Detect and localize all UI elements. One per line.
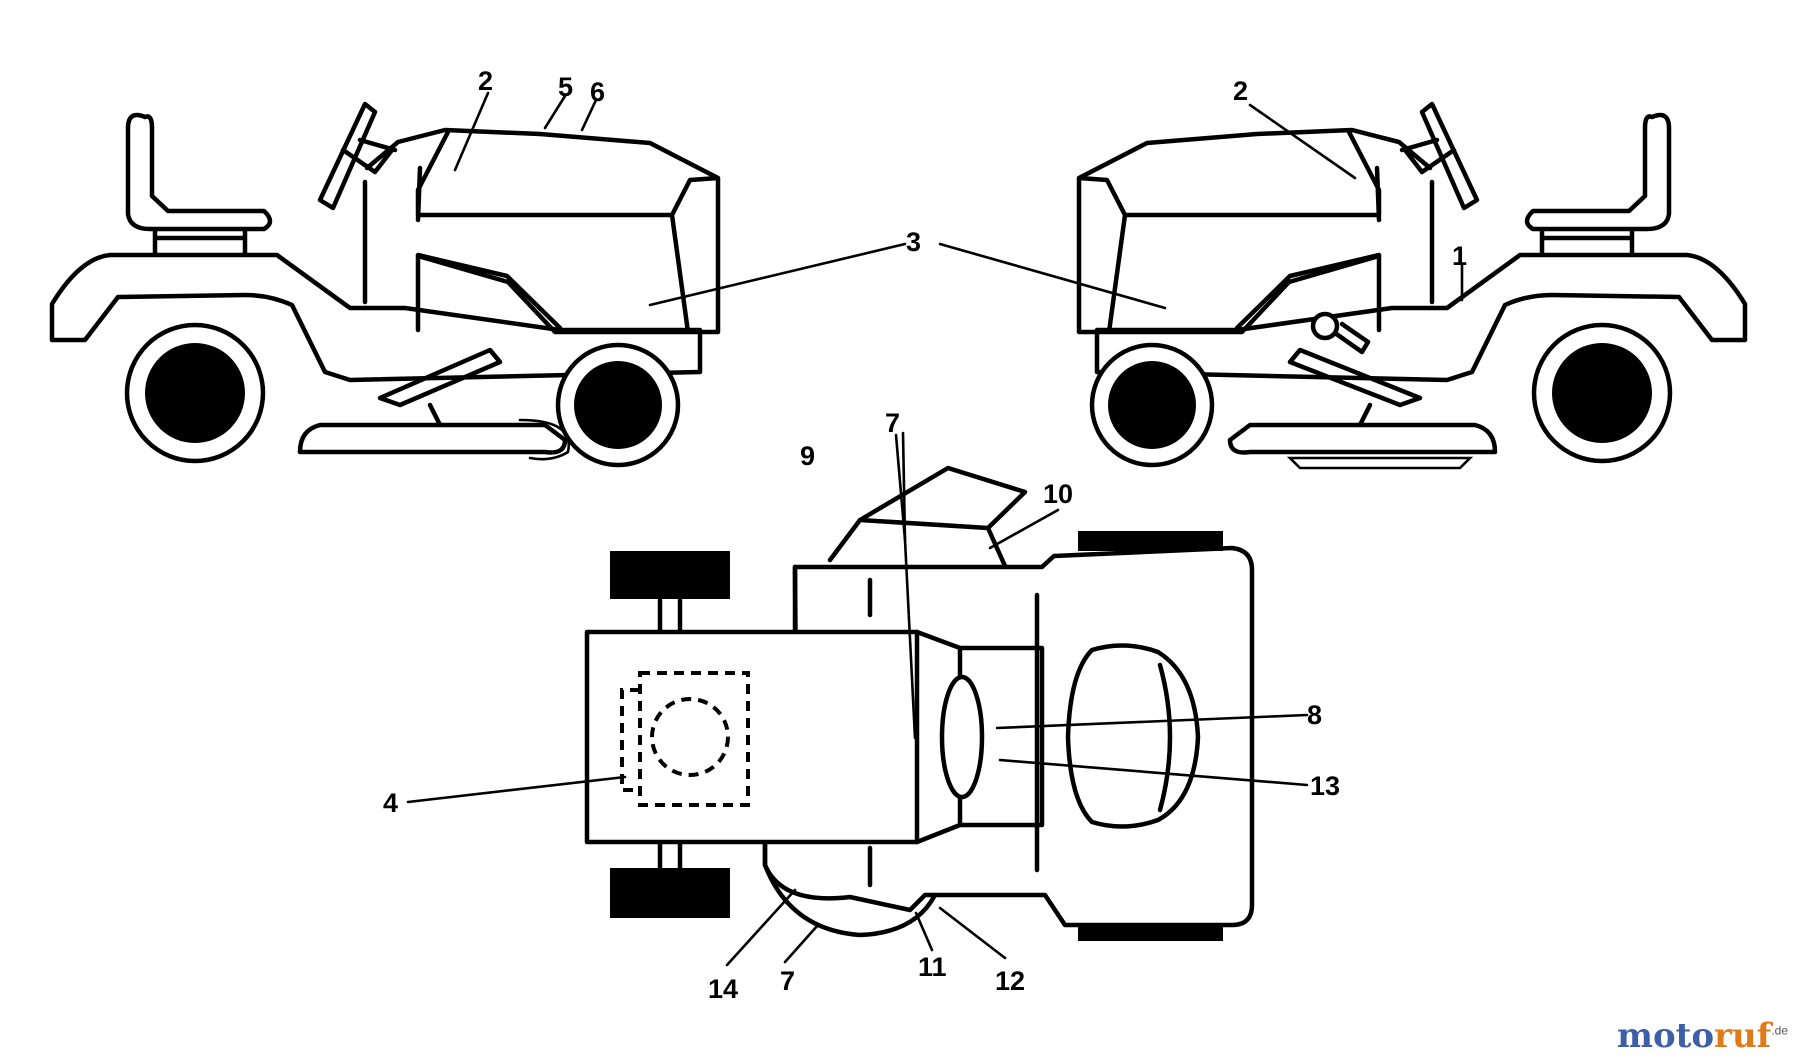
seat-top: [1065, 643, 1201, 829]
label-7-top: 7: [885, 408, 900, 438]
label-13: 13: [1310, 771, 1340, 801]
rear-tire-bottom: [610, 868, 730, 918]
label-10: 10: [1043, 479, 1073, 509]
deck-disc: [762, 835, 938, 938]
label-7-bottom: 7: [780, 966, 795, 996]
front-tire-top: [1078, 531, 1223, 551]
body: [1094, 252, 1748, 383]
dash-panel: [939, 674, 985, 800]
watermark-part2: ruf: [1714, 1016, 1772, 1056]
hood: [1076, 127, 1433, 335]
body: [49, 252, 703, 383]
label-3: 3: [906, 227, 921, 257]
watermark: motoruf.de: [1617, 1016, 1788, 1056]
mower-deck: [297, 422, 568, 455]
front-tire-bottom: [1078, 925, 1223, 941]
label-2-right: 2: [1233, 76, 1248, 106]
chassis: [762, 545, 1255, 928]
seat: [1524, 112, 1672, 232]
tractor-right-view: [1076, 101, 1748, 470]
engine-hood: [584, 629, 920, 845]
hood: [364, 127, 721, 335]
label-6: 6: [590, 77, 605, 107]
label-11: 11: [918, 952, 947, 982]
watermark-suffix: .de: [1771, 1023, 1788, 1038]
callout-labels: 2 5 6 3 2 1 7 9 10 8 13 4 14 7 11 12: [383, 66, 1467, 1004]
label-14: 14: [708, 974, 738, 1004]
label-4: 4: [383, 788, 398, 818]
tractor-left-view: [49, 101, 721, 468]
engine-component: [638, 671, 750, 807]
steering-wheel: [317, 101, 378, 211]
label-1: 1: [1452, 241, 1467, 271]
label-8: 8: [1307, 700, 1322, 730]
discharge-chute: [827, 465, 1028, 569]
label-12: 12: [995, 966, 1025, 996]
rear-tire-top: [610, 551, 730, 599]
steering-wheel: [1419, 101, 1480, 211]
tractor-top-view: [584, 465, 1255, 941]
seat: [125, 112, 273, 232]
label-9: 9: [800, 441, 815, 471]
callout-leaders: [406, 91, 1464, 967]
label-2-left: 2: [478, 66, 493, 96]
label-5: 5: [558, 72, 573, 102]
mower-deck: [1227, 422, 1498, 455]
watermark-part1: moto: [1617, 1016, 1715, 1056]
